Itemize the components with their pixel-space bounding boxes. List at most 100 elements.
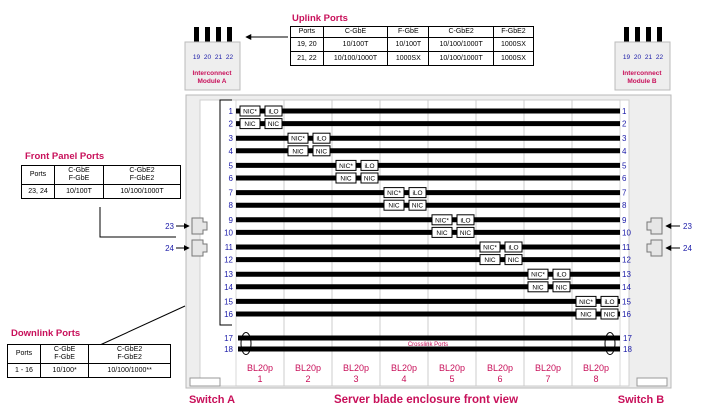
nic-box (504, 254, 523, 266)
nic-label: NIC (604, 312, 616, 319)
row-number-left: 3 (229, 134, 234, 143)
uplink-port-number: 22 (226, 54, 234, 61)
uplink-cell: 10/100/1000T (322, 51, 389, 66)
uplink-cell: 1000SX (387, 51, 430, 66)
nic-label: NIC (292, 148, 304, 155)
row-number-right: 1 (622, 107, 627, 116)
nic-box (431, 226, 453, 238)
row-number-right: 14 (622, 283, 631, 292)
blade-model-label: BL20p (439, 363, 465, 373)
uplink-port-number: 21 (215, 54, 223, 61)
uplink-connector (635, 27, 640, 47)
nic-star-box (383, 187, 405, 199)
row-number-left: 8 (229, 201, 234, 210)
row-number-left: 12 (224, 256, 233, 265)
downlink-row: 8 8 NIC NIC (229, 199, 627, 211)
nic-box (408, 199, 427, 211)
ilo-box (312, 132, 331, 144)
blade-bay (571, 99, 621, 387)
uplink-port-number: 21 (645, 54, 653, 61)
row-number-left: 11 (225, 243, 234, 252)
front-port-24-left (191, 239, 208, 257)
switch-a-label: Switch A (189, 394, 235, 406)
row-number-right: 15 (622, 297, 631, 306)
ilo-label: iLO (364, 163, 374, 170)
ilo-label: iLO (604, 299, 614, 306)
blade-model-label: BL20p (295, 363, 321, 373)
blade-bay-number: 5 (449, 374, 454, 384)
uplink-cell: 19, 20 (290, 37, 324, 52)
row-number-right: 4 (622, 147, 627, 156)
front-port-24-right (646, 239, 663, 257)
nic-label: NIC (556, 284, 568, 291)
uplink-cell: 10/100T (322, 37, 389, 52)
switch-a-slot (189, 377, 221, 387)
nic-star-box (479, 241, 501, 253)
row-number-right: 9 (622, 216, 627, 225)
uplink-port-number: 22 (656, 54, 664, 61)
blade-bay-number: 4 (401, 374, 406, 384)
front-panel-ports-left: 23 24 (165, 217, 208, 257)
blade-model-label: BL20p (583, 363, 609, 373)
front-panel-cell: 10/100/1000T (103, 184, 181, 199)
uplink-connector (624, 27, 629, 47)
front-panel-cell: 23, 24 (21, 184, 55, 199)
nic-box (239, 118, 261, 130)
nic-label: NIC (316, 148, 328, 155)
nic-box (287, 145, 309, 157)
crosslink-ellipse-left (240, 332, 252, 355)
row-number-right: 13 (622, 270, 631, 279)
nic-label: NIC (412, 203, 424, 210)
uplink-ports-table: Ports C-GbE F-GbE C-GbE2 F-GbE2 19, 20 1… (290, 26, 535, 66)
row-number-right: 7 (622, 189, 627, 198)
front-panel-ports-title: Front Panel Ports (25, 151, 105, 162)
module-b-label-1: Interconnect (622, 70, 662, 77)
nic-star-box (431, 214, 453, 226)
ilo-box (408, 187, 427, 199)
nic-label: NIC (244, 121, 256, 128)
uplink-header-cgbe2: C-GbE2 (428, 26, 494, 38)
ilo-box (552, 268, 571, 280)
blade-model-label: BL20p (535, 363, 561, 373)
nic-label: NIC* (243, 109, 257, 116)
row-number-left: 6 (229, 174, 234, 183)
ilo-box (600, 295, 619, 307)
downlink-cell: 1 - 16 (7, 363, 41, 378)
row-number-left: 14 (224, 283, 233, 292)
uplink-connector (194, 27, 199, 47)
nic-box (552, 281, 571, 293)
nic-label: NIC (364, 176, 376, 183)
front-port-23-left-label: 23 (165, 222, 174, 231)
row-number-left: 10 (224, 228, 233, 237)
ilo-box (360, 159, 379, 171)
row-number-left: 13 (224, 270, 233, 279)
switch-b-slot (636, 377, 668, 387)
crosslink: Crosslink Ports 17 18 17 18 (224, 332, 632, 355)
nic-label: NIC (388, 203, 400, 210)
uplink-ports-title: Uplink Ports (292, 13, 348, 24)
uplink-connector (657, 27, 662, 47)
uplink-port-number: 20 (634, 54, 642, 61)
uplink-connector (216, 27, 221, 47)
ilo-label: iLO (268, 109, 278, 116)
row-number-right: 8 (622, 201, 627, 210)
front-port-24-right-label: 24 (683, 244, 692, 253)
row-number-right: 5 (622, 161, 627, 170)
row-number-left: 16 (224, 310, 233, 319)
nic-label: NIC* (387, 190, 401, 197)
uplink-cell: 10/100T (387, 37, 430, 52)
nic-label: NIC* (483, 245, 497, 252)
nic-box (479, 254, 501, 266)
nic-label: NIC (580, 312, 592, 319)
